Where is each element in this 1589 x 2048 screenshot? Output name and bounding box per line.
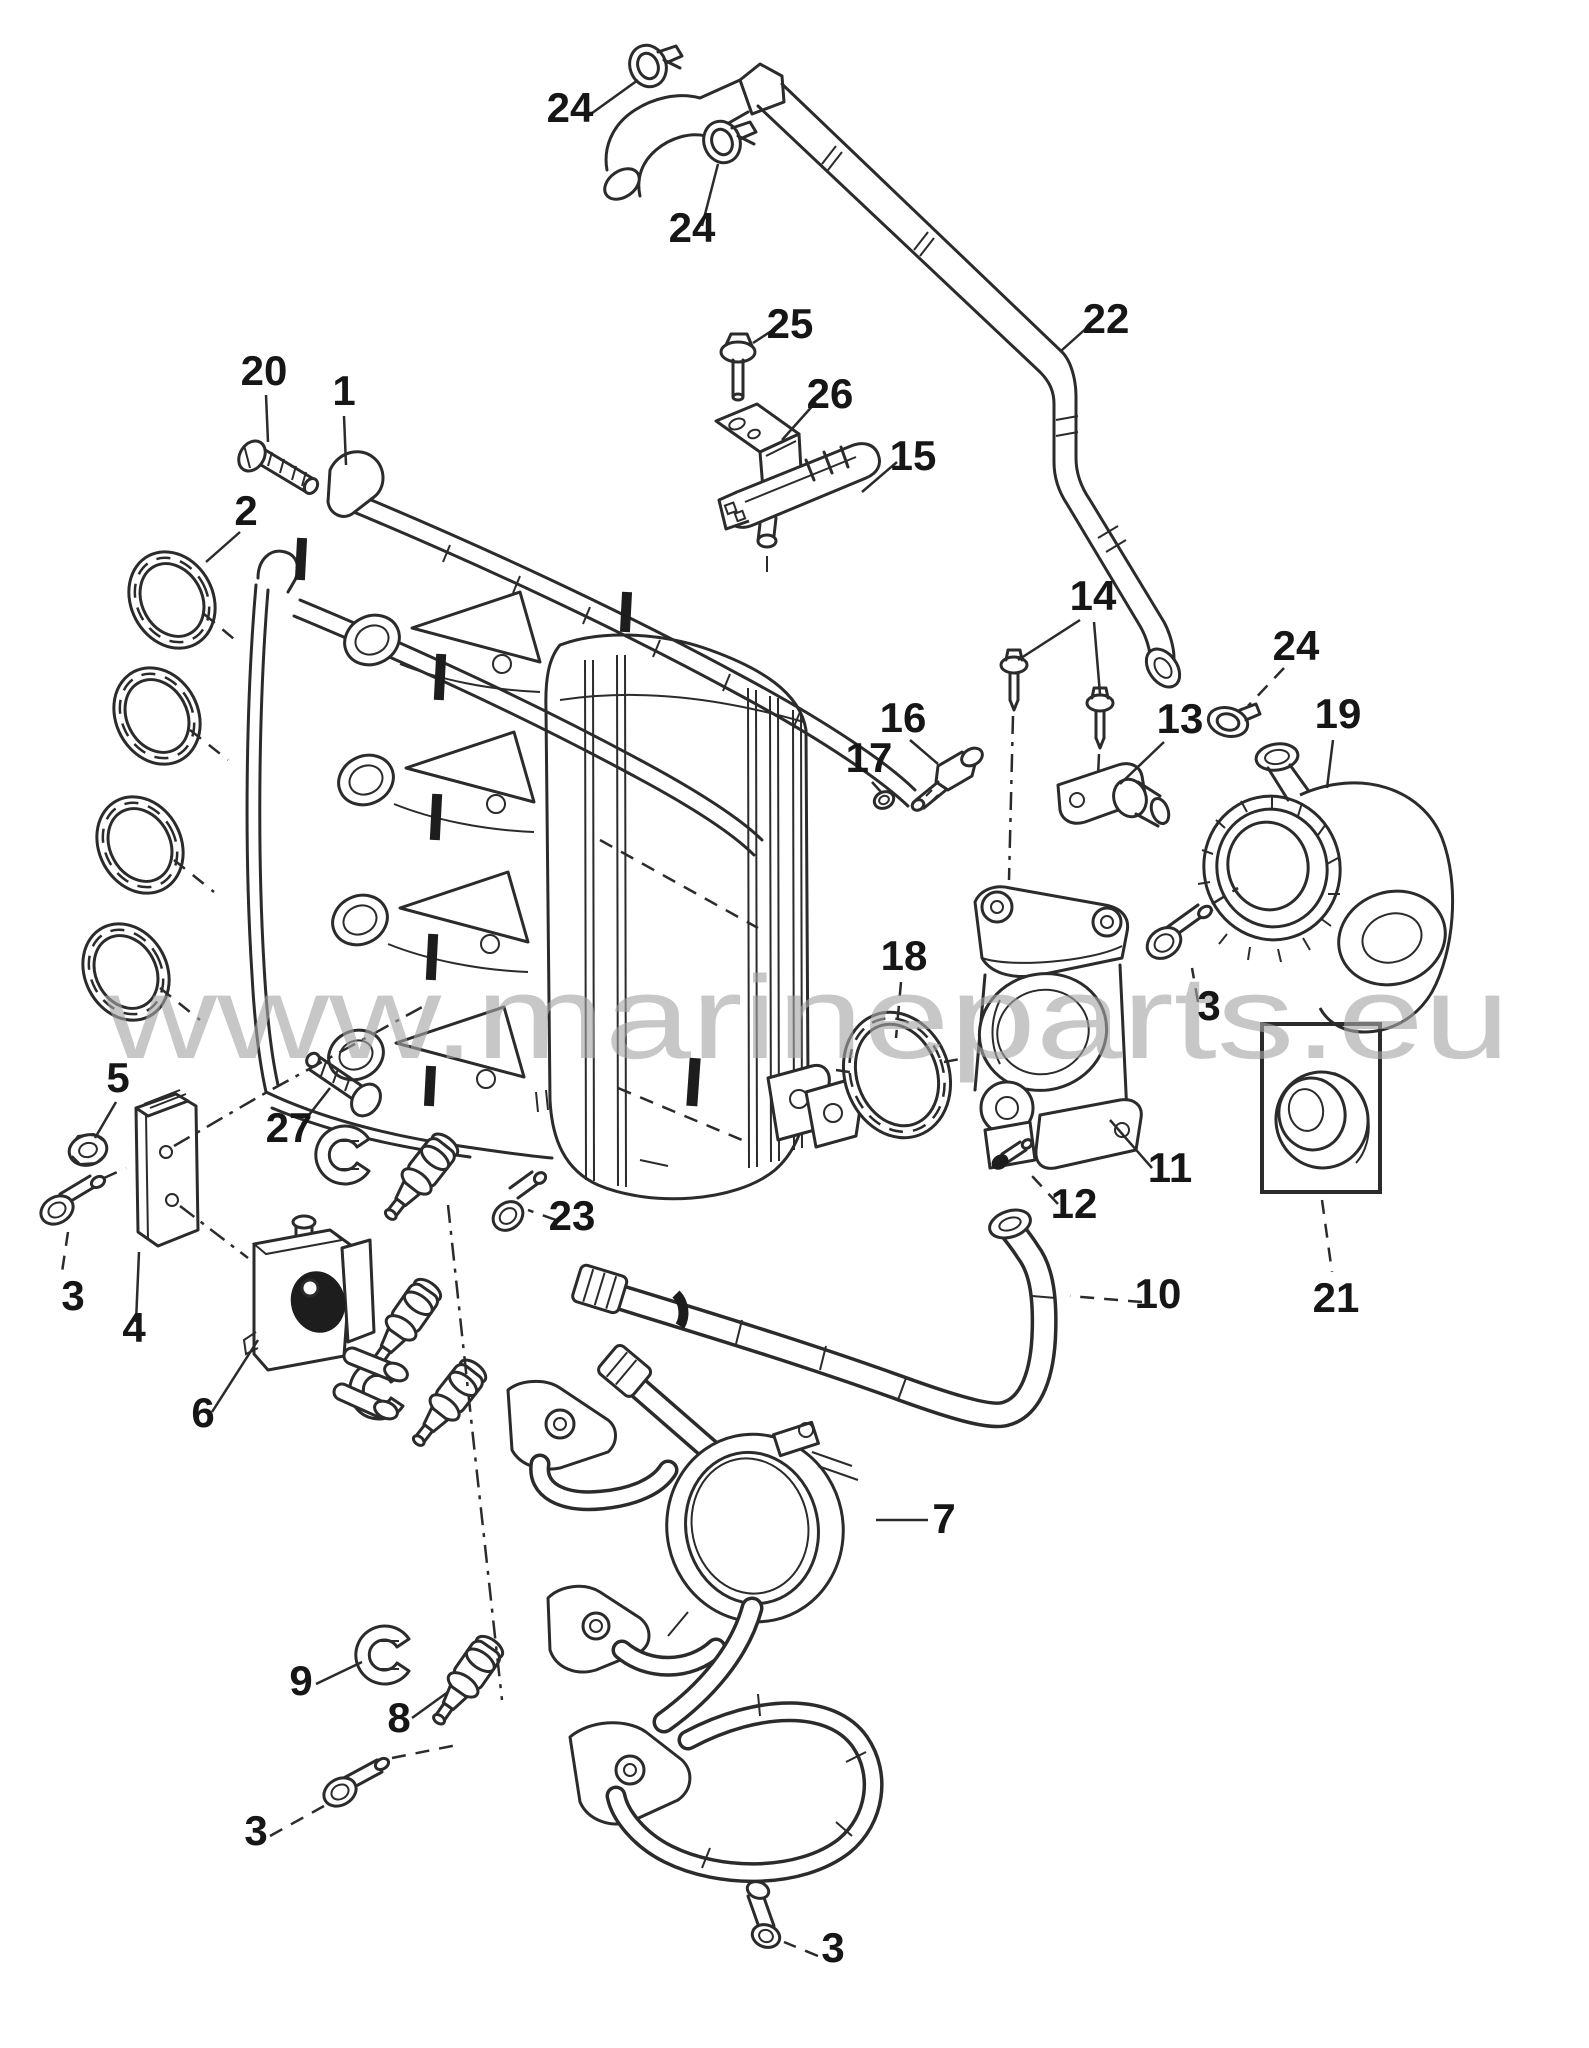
air-intake-horn-19 xyxy=(1197,742,1455,1034)
part-label-17: 17 xyxy=(846,734,893,781)
bolt-3-bottom-center xyxy=(745,1880,782,1949)
intake-gaskets-2 xyxy=(81,550,241,1022)
screw-12 xyxy=(991,1138,1034,1170)
part-label-14: 14 xyxy=(1070,572,1117,619)
fuel-rail-7 xyxy=(506,1343,884,1883)
bolt-3-left xyxy=(39,1166,127,1273)
gasket-18 xyxy=(835,1010,961,1140)
nut-5 xyxy=(67,1132,109,1167)
watermark: www.marineparts.eu xyxy=(104,952,1510,1084)
part-label-12: 12 xyxy=(1051,1180,1098,1227)
part-label-24: 24 xyxy=(547,84,594,131)
part-label-2: 2 xyxy=(234,487,257,534)
sensor-13 xyxy=(1056,762,1171,828)
part-label-1: 1 xyxy=(332,367,355,414)
part-label-8: 8 xyxy=(387,1694,410,1741)
bolt-3-bottom-left xyxy=(322,1742,463,1808)
screws-14 xyxy=(999,648,1115,881)
injector-clips-and-injectors xyxy=(314,1124,505,1726)
part-label-15: 15 xyxy=(890,432,937,479)
part-label-3: 3 xyxy=(244,1807,267,1854)
intake-manifold-1 xyxy=(245,450,917,1201)
gasket-21-boxed xyxy=(1260,1022,1382,1273)
part-label-10: 10 xyxy=(1135,1270,1182,1317)
breather-hose-10 xyxy=(571,1208,1058,1429)
screw-25 xyxy=(719,332,757,402)
hose-clamp-24-c xyxy=(1206,702,1262,738)
throttle-body-11 xyxy=(973,885,1143,1170)
vent-hose-22 xyxy=(603,62,1182,689)
map-sensor-15 xyxy=(717,442,881,572)
hose-clamp-24-a xyxy=(628,43,684,89)
bolt-3-air-horn xyxy=(1145,886,1239,960)
part-label-3: 3 xyxy=(1197,982,1220,1029)
part-label-18: 18 xyxy=(881,932,928,979)
part-label-5: 5 xyxy=(106,1054,129,1101)
part-label-19: 19 xyxy=(1315,690,1362,737)
part-label-26: 26 xyxy=(807,370,854,417)
part-label-3: 3 xyxy=(61,1272,84,1319)
fitting-16 xyxy=(910,746,984,812)
part-label-24: 24 xyxy=(1273,622,1320,669)
part-label-13: 13 xyxy=(1157,695,1204,742)
bolt-20 xyxy=(237,439,320,495)
part-label-9: 9 xyxy=(289,1657,312,1704)
part-label-22: 22 xyxy=(1083,295,1130,342)
leader-lines xyxy=(93,78,1335,1958)
part-label-25: 25 xyxy=(767,300,814,347)
part-label-6: 6 xyxy=(191,1389,214,1436)
part-label-27: 27 xyxy=(266,1104,313,1151)
part-label-16: 16 xyxy=(880,694,927,741)
hose-clamp-24-b xyxy=(702,119,758,165)
part-label-7: 7 xyxy=(932,1495,955,1542)
part-label-24: 24 xyxy=(669,204,716,251)
part-label-4: 4 xyxy=(122,1304,146,1351)
part-label-3: 3 xyxy=(821,1924,844,1971)
bolt-27 xyxy=(305,1051,382,1118)
bracket-26 xyxy=(714,402,803,491)
fuel-pressure-regulator-6 xyxy=(242,1214,409,1421)
part-label-23: 23 xyxy=(549,1192,596,1239)
bolt-23 xyxy=(491,1170,548,1232)
bracket-4 xyxy=(134,1004,425,1259)
part-label-11: 11 xyxy=(1148,1144,1192,1191)
o-ring-17 xyxy=(872,790,896,810)
part-label-20: 20 xyxy=(241,347,288,394)
part-label-21: 21 xyxy=(1313,1274,1360,1321)
